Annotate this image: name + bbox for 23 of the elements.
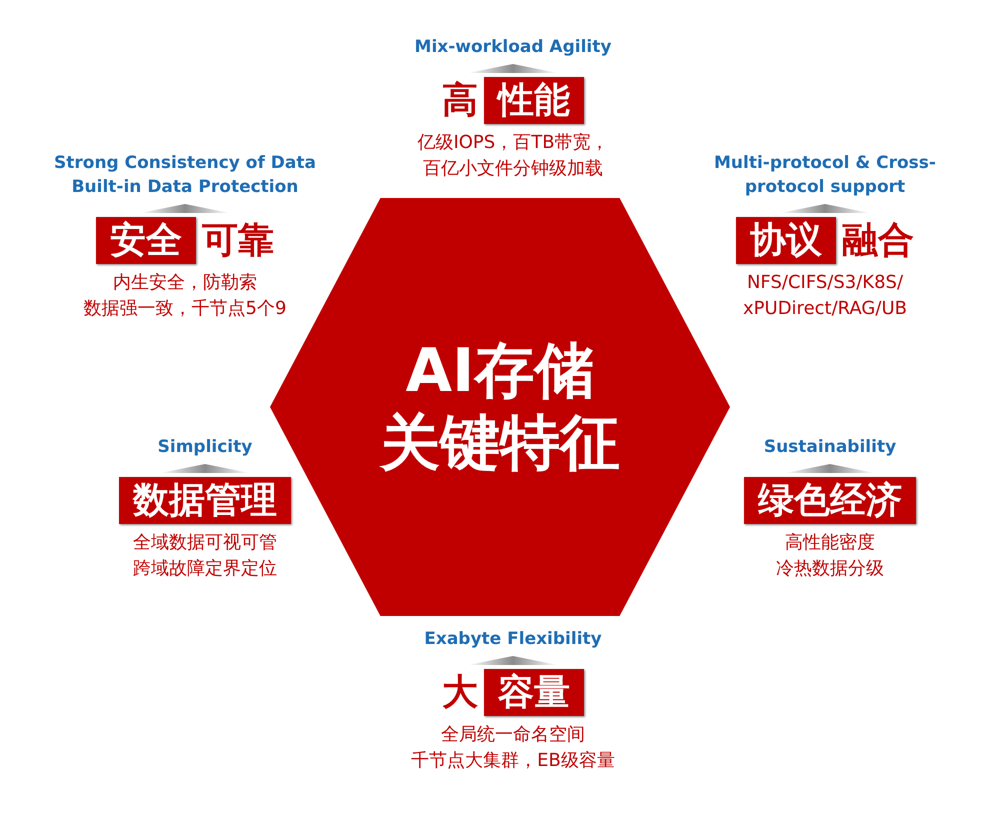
feature-subtitle: Simplicity [156,436,254,459]
feature-title-box: 协议 [736,216,836,264]
feature-title-box: 性能 [484,76,584,124]
feature-subtitle: Sustainability [762,436,898,459]
feature-title-box: 绿色经济 [744,476,916,524]
center-title: AI存储关键特征 [378,335,621,479]
feature-description: NFS/CIFS/S3/K8S/xPUDirect/RAG/UB [742,270,908,321]
feature-title-box: 数据管理 [119,476,291,524]
feature-title-word: 可靠 [202,218,274,262]
feature-description: 高性能密度冷热数据分级 [775,530,885,582]
feature-title-box: 容量 [484,668,584,716]
feature-title-word: 高 [442,78,478,122]
feature-description: 全局统一命名空间千节点大集群，EB级容量 [410,722,616,774]
feature-description: 全域数据可视可管跨域故障定界定位 [132,530,278,582]
feature-title-box: 安全 [96,216,196,264]
feature-subtitle: Multi-protocol & Cross-protocol support [713,152,937,199]
feature-subtitle: Exabyte Flexibility [423,628,603,651]
feature-subtitle: Mix-workload Agility [414,36,612,59]
feature-subtitle: Strong Consistency of Data Built-in Data Protection [53,152,317,199]
feature-description: 亿级IOPS，百TB带宽，百亿小文件分钟级加载 [416,130,610,182]
feature-title-word: 融合 [842,218,914,262]
feature-description: 内生安全，防勒索数据强一致，千节点5个9 [82,270,288,321]
feature-title-word: 大 [442,670,478,714]
